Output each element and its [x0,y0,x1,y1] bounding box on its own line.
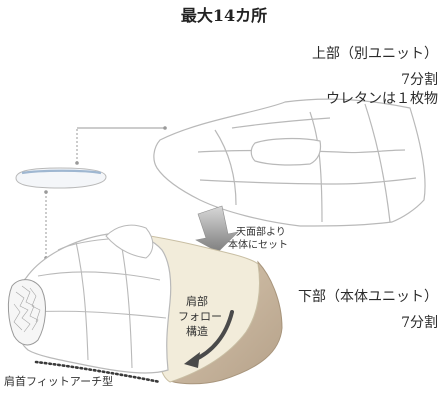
arch-label: 肩首フィットアーチ型 [4,375,114,388]
insert-note-line2: 本体にセット [228,240,288,251]
title: 最大14カ所 [180,6,268,25]
shoulder-note-line1: 肩部 [186,295,208,308]
lower-unit-pillow [7,224,283,385]
shoulder-follow-arrow [184,310,234,368]
lower-unit-divisions: 7分割 [401,315,438,331]
insert-note-line1: 天面部より [236,227,286,238]
shoulder-note-line3: 構造 [186,325,208,338]
upper-unit-pillow [153,98,426,227]
insert-arrow [195,205,239,253]
lower-unit-label: 下部（本体ユニット） [298,289,438,305]
upper-unit-label: 上部（別ユニット） [312,46,438,62]
arch-dotted-line [34,360,162,384]
upper-unit-divisions: 7分割 [401,72,438,88]
shoulder-note-line2: フォロー [178,310,222,323]
upper-unit-material: ウレタンは１枚物 [326,91,438,107]
leader-lines [44,126,167,260]
cross-section [7,279,46,346]
urethane-plate [15,167,107,189]
